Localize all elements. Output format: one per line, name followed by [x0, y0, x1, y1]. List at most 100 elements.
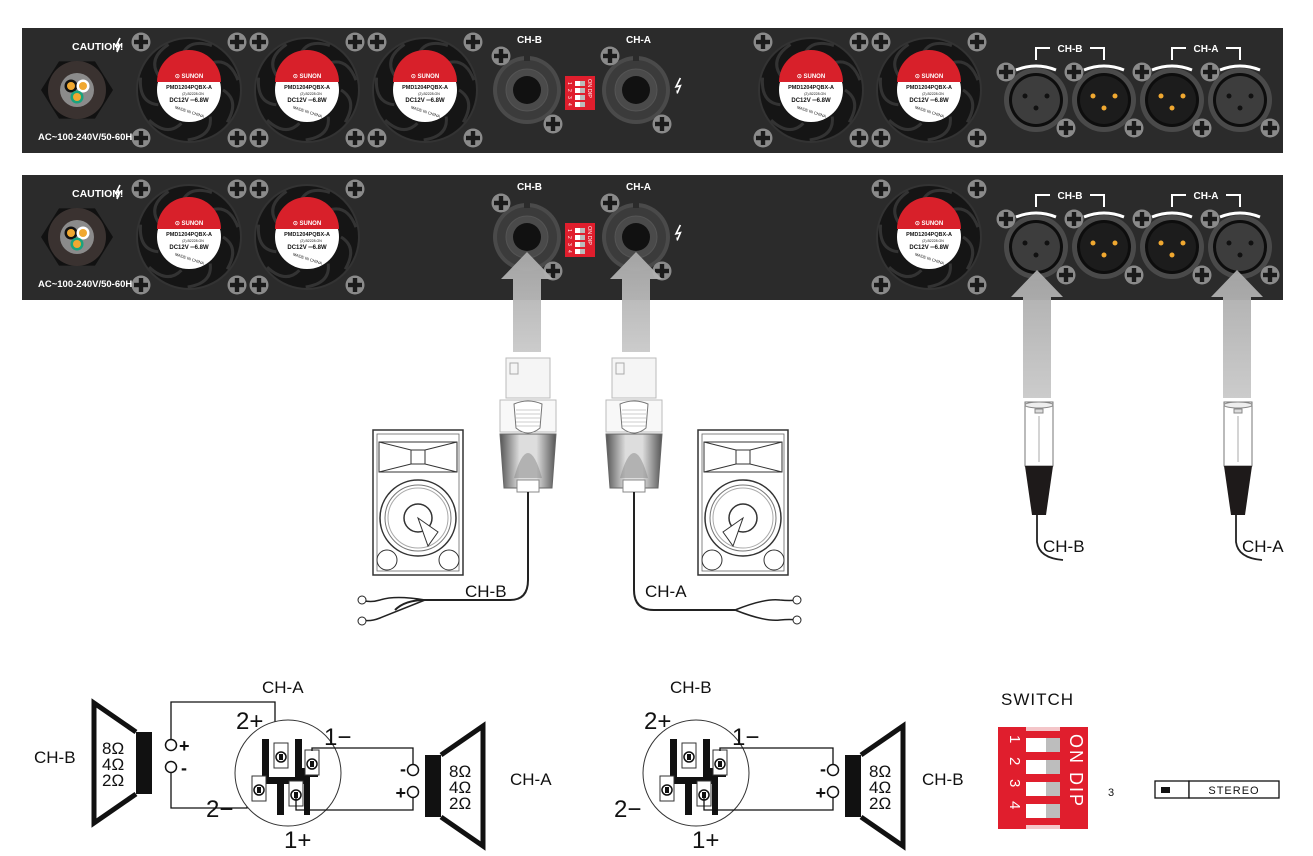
- speakon-jack[interactable]: CH-B: [491, 182, 563, 281]
- xlr-male-jack[interactable]: [1064, 62, 1144, 138]
- fan-model: PMD1204PQBX-A: [166, 85, 212, 91]
- speakon-plug: [605, 357, 663, 493]
- fan-sub: (2).B2228.GN: [182, 239, 204, 243]
- fan-brand: ⊙ SUNON: [293, 221, 321, 227]
- speakon-pinout: 2+1−2−1+: [614, 708, 759, 854]
- fan-sub: (2).B2228.GN: [300, 92, 322, 96]
- impedance-label: 8Ω: [869, 762, 891, 781]
- xlr-male-jack[interactable]: [1064, 209, 1144, 285]
- switch-title: SWITCH: [1001, 690, 1074, 709]
- fan-model: PMD1204PQBX-A: [166, 232, 212, 238]
- fan-rating: DC12V ═6.8W: [909, 245, 949, 251]
- pin-label-2-minus: 2−: [614, 796, 641, 823]
- screw-icon: [967, 32, 987, 52]
- terminal-minus-icon: [792, 615, 802, 625]
- fan-model: PMD1204PQBX-A: [284, 85, 330, 91]
- xlr-male-jack[interactable]: [1132, 209, 1212, 285]
- screw-icon: [871, 128, 891, 148]
- fan-brand: ⊙ SUNON: [797, 74, 825, 80]
- speaker-cable-ch-b-label: CH-B: [465, 582, 507, 601]
- terminal-plus: +: [179, 736, 190, 756]
- fan-rating: DC12V ═6.8W: [791, 98, 831, 104]
- screw-icon: [967, 128, 987, 148]
- dip-on-label: ON DIP: [586, 226, 592, 245]
- speakon-plug: [499, 357, 557, 493]
- screw-icon: [967, 275, 987, 295]
- screw-icon: [1064, 62, 1084, 82]
- screw-icon: [753, 32, 773, 52]
- fan-brand: ⊙ SUNON: [411, 74, 439, 80]
- pin-label-2-plus: 2+: [644, 708, 671, 735]
- speaker-magnet: [136, 732, 152, 794]
- screw-icon: [131, 128, 151, 148]
- dip-number: 2: [1006, 757, 1023, 765]
- terminal-minus-icon: [357, 616, 367, 626]
- arrow-speakon-ch-b: [501, 252, 553, 352]
- screw-icon: [345, 32, 365, 52]
- screw-icon: [1132, 209, 1152, 229]
- speakon-jack[interactable]: CH-B: [491, 35, 563, 134]
- screw-icon: [491, 193, 511, 213]
- speakon-jack[interactable]: CH-A: [600, 182, 672, 281]
- fan-brand: ⊙ SUNON: [915, 221, 943, 227]
- speakon-jack[interactable]: CH-A: [600, 35, 672, 134]
- xlr-group-text: CH-A: [1194, 44, 1219, 55]
- wire-1-minus: [311, 747, 414, 768]
- power-inlet[interactable]: [41, 208, 113, 266]
- fan-rating: DC12V ═6.8W: [909, 98, 949, 104]
- impedance-label: 4Ω: [102, 755, 124, 774]
- speaker-right-label: CH-A: [510, 770, 552, 789]
- dip-number: 3: [566, 96, 572, 99]
- fan-model: PMD1204PQBX-A: [906, 232, 952, 238]
- xlr-female-jack[interactable]: [996, 209, 1076, 285]
- impedance-label: 2Ω: [449, 794, 471, 813]
- screw-icon: [871, 32, 891, 52]
- dip-number: 3: [1006, 779, 1023, 787]
- caution-label: CAUTION!: [72, 188, 123, 200]
- screw-icon: [871, 275, 891, 295]
- xlr-cable-label: CH-B: [1043, 537, 1085, 556]
- fan-model: PMD1204PQBX-A: [906, 85, 952, 91]
- fan-model: PMD1204PQBX-A: [284, 232, 330, 238]
- xlr-female-jack[interactable]: [996, 62, 1076, 138]
- screw-icon: [600, 46, 620, 66]
- screw-icon: [1260, 265, 1280, 285]
- power-spec-label: AC~100-240V/50-60Hz: [38, 279, 137, 290]
- dip-number: 3: [566, 243, 572, 246]
- xlr-group-label: CH-A: [1171, 191, 1241, 207]
- lightning-bolt-icon: [674, 77, 682, 94]
- screw-icon: [996, 209, 1016, 229]
- dip-number: 4: [566, 103, 572, 106]
- fan-sub: (2).B2228.GN: [182, 92, 204, 96]
- wire-1-minus: [719, 747, 834, 768]
- xlr-female-jack[interactable]: [1200, 62, 1280, 138]
- screw-icon: [345, 275, 365, 295]
- speaker-left-label: CH-B: [34, 748, 76, 767]
- stereo-mode-indicator: STEREO: [1154, 780, 1280, 799]
- xlr-female-jack[interactable]: [1200, 209, 1280, 285]
- terminal-plus: +: [395, 783, 406, 803]
- pin-label-1-minus: 1−: [732, 724, 759, 751]
- pinout-title: CH-B: [670, 678, 712, 697]
- speakon-label: CH-A: [626, 35, 651, 46]
- power-inlet[interactable]: [41, 61, 113, 119]
- fan-sub: (2).B2228.GN: [300, 239, 322, 243]
- xlr-male-jack[interactable]: [1132, 62, 1212, 138]
- fan-model: PMD1204PQBX-A: [402, 85, 448, 91]
